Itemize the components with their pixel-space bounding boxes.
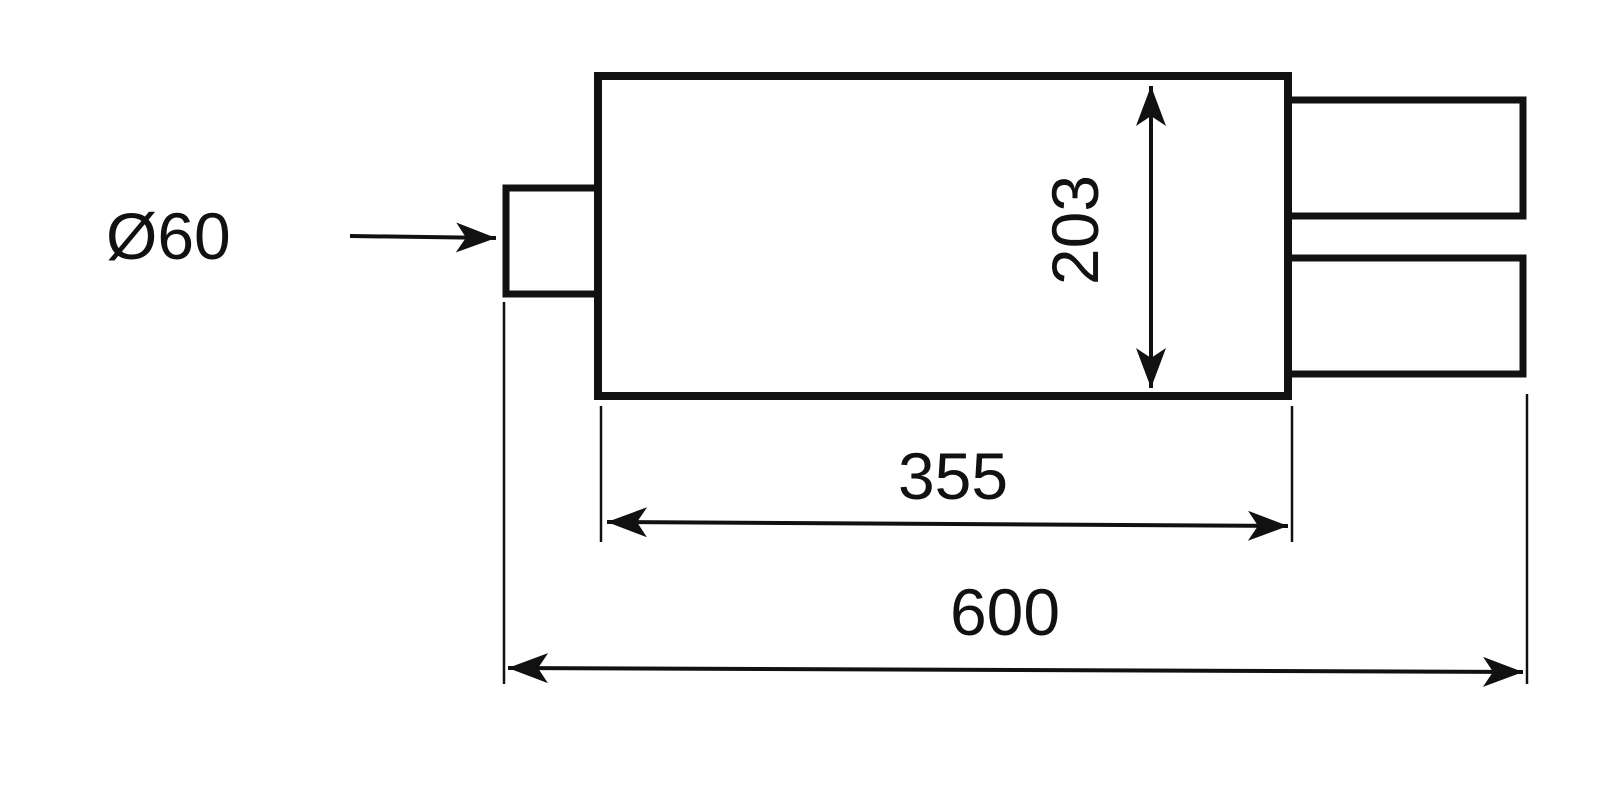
- outlet-tip-upper: [1288, 96, 1527, 220]
- muffler-body: [594, 72, 1292, 400]
- overall-length-label: 600: [950, 575, 1060, 649]
- body-height-label: 203: [1038, 175, 1112, 285]
- body-length-dimension-arrow: [606, 507, 1289, 541]
- inlet-pointer-arrow: [349, 222, 497, 253]
- inlet-diameter-label: Ø60: [106, 199, 231, 273]
- body-length-label: 355: [898, 439, 1008, 513]
- outlet-tip-lower: [1288, 254, 1527, 378]
- inlet-pipe: [502, 184, 598, 298]
- overall-length-dimension-arrow: [507, 653, 1524, 687]
